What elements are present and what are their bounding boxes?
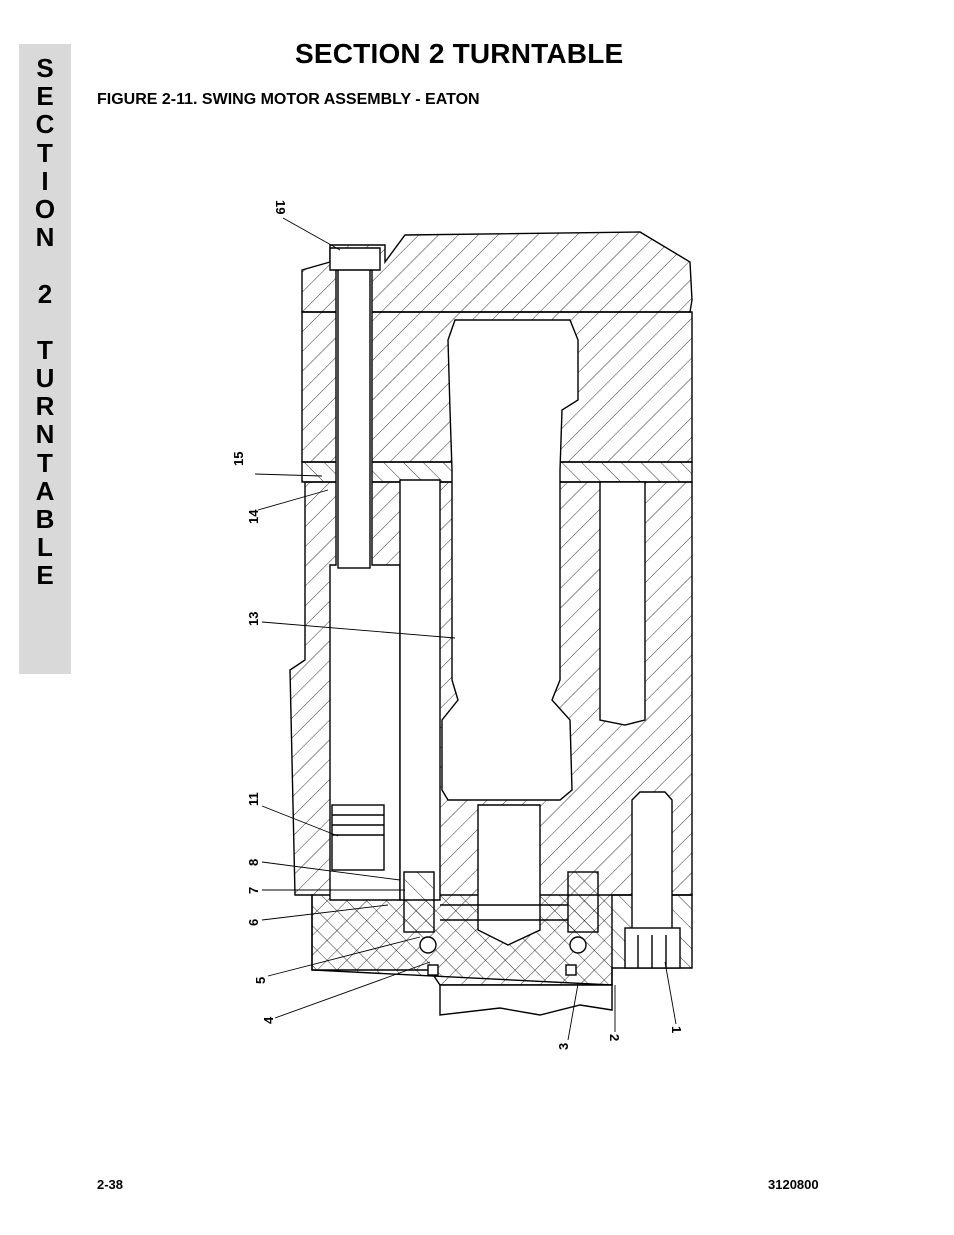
side-tab-letter: N xyxy=(35,222,55,253)
callout-labels: 19 15 14 13 11 8 7 6 5 4 3 2 1 xyxy=(231,200,684,1050)
callout-3: 3 xyxy=(556,1043,571,1050)
bearing-right xyxy=(567,871,599,933)
side-tab-letter: A xyxy=(35,475,55,506)
shaft-stub xyxy=(439,984,613,1016)
callout-11: 11 xyxy=(246,792,261,806)
side-tab-letter: S xyxy=(36,53,54,83)
drive-shaft xyxy=(441,319,579,801)
bolt-threads xyxy=(331,804,385,871)
callout-15: 15 xyxy=(231,452,246,466)
side-tab-letter: 2 xyxy=(37,278,53,309)
side-tab-letter: B xyxy=(35,504,55,534)
side-tab-letter: C xyxy=(35,109,55,140)
callout-8: 8 xyxy=(246,859,261,866)
left-chamber xyxy=(399,479,441,901)
tie-bolt xyxy=(337,267,371,569)
callout-1: 1 xyxy=(669,1026,684,1033)
side-tab-letter: E xyxy=(36,81,54,112)
port-plug xyxy=(631,791,673,931)
ring-right xyxy=(565,964,577,976)
side-tab-letter: N xyxy=(35,419,55,450)
side-tab-letter: L xyxy=(37,532,53,563)
side-tab-letter: T xyxy=(37,334,53,365)
side-tab-letter: I xyxy=(41,165,49,196)
side-tab-letter: R xyxy=(35,391,55,422)
callout-4: 4 xyxy=(261,1016,276,1024)
leader-lines xyxy=(254,217,677,1041)
seal-right xyxy=(569,936,587,954)
page-title: SECTION 2 TURNTABLE xyxy=(295,38,624,69)
figure-title: FIGURE 2-11. SWING MOTOR ASSEMBLY - EATO… xyxy=(97,91,480,108)
callout-2: 2 xyxy=(607,1034,622,1041)
side-tab-letter: U xyxy=(35,363,55,394)
callout-5: 5 xyxy=(253,977,268,984)
right-chamber xyxy=(599,481,646,726)
callout-6: 6 xyxy=(246,919,261,926)
page-number: 2-38 xyxy=(97,1177,124,1192)
seal-left xyxy=(419,936,437,954)
callout-13: 13 xyxy=(246,612,261,626)
callout-14: 14 xyxy=(246,509,261,524)
ring-left xyxy=(427,964,439,976)
callout-19: 19 xyxy=(273,200,288,214)
section-side-tab: S E C T I O N 2 T U R N T A B L E xyxy=(19,44,71,674)
side-tab-letter: O xyxy=(34,193,56,224)
side-tab-letters: S E C T I O N 2 T U R N T A B L E xyxy=(19,54,71,590)
side-tab-letter: T xyxy=(37,447,53,478)
bolt-head xyxy=(329,247,381,271)
callout-7: 7 xyxy=(246,887,261,894)
side-tab-letter: T xyxy=(37,137,53,168)
document-number: 3120800 xyxy=(768,1177,819,1192)
bearing-left xyxy=(403,871,435,933)
output-shaft xyxy=(477,804,541,946)
side-tab-letter: E xyxy=(36,560,54,591)
